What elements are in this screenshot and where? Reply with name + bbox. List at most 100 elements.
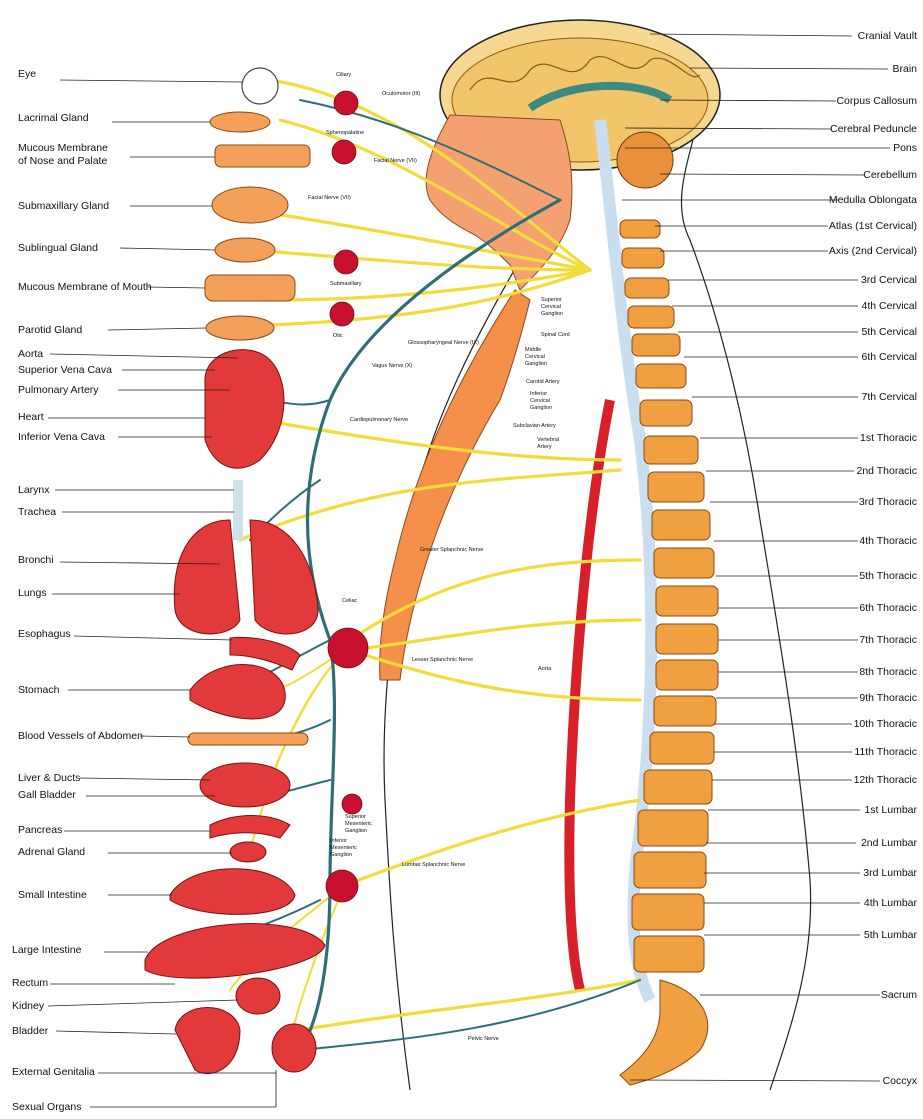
label-mucous-mouth: Mucous Membrane of Mouth [18,281,152,293]
label-bladder: Bladder [12,1025,49,1037]
label-pulmonary-artery: Pulmonary Artery [18,384,99,396]
label-middle-cervical-3: Ganglion [525,361,547,367]
eye-shape [242,68,278,104]
label-atlas: Atlas (1st Cervical) [829,220,917,232]
label-superior-mesenteric-3: Ganglion [345,828,367,834]
label-t7: 7th Thoracic [859,634,917,646]
label-stomach: Stomach [18,684,60,696]
sacrum-shape [620,980,708,1085]
label-rectum: Rectum [12,977,48,989]
vertebrae-column [620,220,718,972]
label-sexual-organs: Sexual Organs [12,1101,81,1113]
label-greater-splanchnic: Greater Splanchnic Nerve [420,547,483,553]
label-medulla-oblongata: Medulla Oblongata [829,194,917,206]
label-t2: 2nd Thoracic [856,465,917,477]
label-submaxillary-gland: Submaxillary Gland [18,200,109,212]
small-intestine-shape [170,869,295,915]
label-celiac: Celiac [342,598,358,604]
label-large-intestine: Large Intestine [12,944,82,956]
label-t12: 12th Thoracic [854,774,917,786]
label-lacrimal-gland: Lacrimal Gland [18,112,89,124]
submaxillary-ganglion [334,250,358,274]
label-inferior-mesenteric-3: Ganglion [330,852,352,858]
label-superior-cervical-2: Cervical [541,304,561,310]
ciliary-ganglion [334,91,358,115]
label-facial-nerve-2: Facial Nerve (VII) [308,195,351,201]
sphenopalatine-ganglion [332,140,356,164]
label-lesser-splanchnic: Lesser Splanchnic Nerve [412,657,473,663]
superior-mesenteric-ganglion [342,794,362,814]
label-inferior-cervical-2: Cervical [530,398,550,404]
label-t4: 4th Thoracic [859,535,917,547]
label-ciliary: Ciliary [336,72,352,78]
label-c6: 6th Cervical [862,351,917,363]
label-eye: Eye [18,68,36,80]
label-t6: 6th Thoracic [859,602,917,614]
label-t8: 8th Thoracic [859,666,917,678]
label-superior-mesenteric-2: Mesenteric [345,821,372,827]
label-spinal-cord: Spinal Cord [541,332,570,338]
label-submaxillary: Submaxillary [330,281,362,287]
label-pons: Pons [893,142,917,154]
label-mucous-nose-1: Mucous Membrane [18,142,108,154]
adrenal-shape [230,842,266,862]
label-coccyx: Coccyx [883,1075,918,1087]
label-c4: 4th Cervical [862,300,917,312]
label-c5: 5th Cervical [862,326,917,338]
label-c7: 7th Cervical [862,391,917,403]
vessels-shape [188,733,308,745]
label-t1: 1st Thoracic [860,432,917,444]
label-vagus: Vagus Nerve (X) [372,363,412,369]
label-vertebral-artery-2: Artery [537,444,552,450]
label-sublingual-gland: Sublingual Gland [18,242,98,254]
label-inferior-cervical-1: Inferior [530,391,547,397]
label-esophagus: Esophagus [18,628,71,640]
label-mucous-nose-2: of Nose and Palate [18,155,107,167]
label-heart: Heart [18,411,44,423]
heart-shape [205,350,284,469]
label-sphenopalatine: Sphenopalatine [326,130,364,136]
label-inferior-cervical-3: Ganglion [530,405,552,411]
stomach-shape [190,665,285,719]
label-aorta: Aorta [18,348,43,360]
cerebellum [617,132,673,188]
submaxillary-gland-shape [212,187,288,223]
lacrimal-gland-shape [210,112,270,132]
label-glossopharyngeal: Glossopharyngeal Nerve (IX) [408,340,479,346]
label-larynx: Larynx [18,484,50,496]
left-lung-shape [174,520,240,634]
label-superior-mesenteric-1: Superior [345,814,366,820]
label-superior-cervical-1: Superior [541,297,562,303]
label-middle-cervical-2: Cervical [525,354,545,360]
label-external-genitalia: External Genitalia [12,1066,95,1078]
label-otic: Otic [333,333,343,339]
label-l3: 3rd Lumbar [863,867,917,879]
label-parotid-gland: Parotid Gland [18,324,82,336]
label-t11: 11th Thoracic [854,746,917,758]
otic-ganglion [330,302,354,326]
label-l2: 2nd Lumbar [861,837,918,849]
label-axis: Axis (2nd Cervical) [829,245,917,257]
label-pelvic-nerve: Pelvic Nerve [468,1036,499,1042]
label-l1: 1st Lumbar [864,804,917,816]
label-inferior-vena-cava: Inferior Vena Cava [18,431,105,443]
kidney-shape [236,978,280,1014]
label-liver-ducts: Liver & Ducts [18,772,80,784]
label-t9: 9th Thoracic [859,692,917,704]
label-carotid-artery: Carotid Artery [526,379,560,385]
parotid-gland-shape [206,316,274,340]
sublingual-gland-shape [215,238,275,262]
label-lungs: Lungs [18,587,47,599]
celiac-ganglion [328,628,368,668]
label-bronchi: Bronchi [18,554,54,566]
label-oculomotor: Oculomotor (III) [382,91,420,97]
label-cerebral-peduncle: Cerebral Peduncle [830,123,917,135]
label-adrenal-gland: Adrenal Gland [18,846,85,858]
inferior-mesenteric-ganglion [326,870,358,902]
label-cardiopulmonary: Cardiopulmonary Nerve [350,417,408,423]
label-small-intestine: Small Intestine [18,889,87,901]
label-cerebellum: Cerebellum [863,169,917,181]
label-gall-bladder: Gall Bladder [18,789,76,801]
liver-shape [200,763,290,807]
